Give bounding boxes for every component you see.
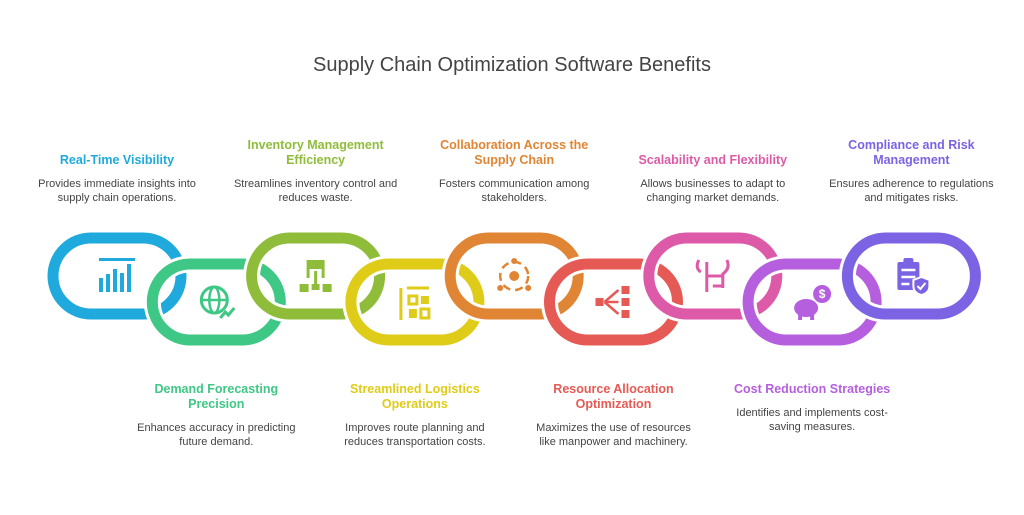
benefit-description: Maximizes the use of resources like manp…: [536, 422, 691, 448]
benefit-title: Streamlined Logistics Operations: [349, 382, 480, 411]
benefit-title: Collaboration Across the Supply Chain: [440, 138, 589, 167]
distribution-icon: [595, 286, 630, 318]
benefit-title: Demand Forecasting Precision: [154, 382, 279, 411]
benefit-description: Streamlines inventory control and reduce…: [233, 178, 398, 204]
team-gear-icon: [497, 258, 532, 292]
hierarchy-icon: [299, 260, 332, 292]
benefit-description: Allows businesses to adapt to changing m…: [640, 178, 786, 204]
route-arrows-icon: [399, 286, 431, 320]
chain-link: [143, 255, 289, 349]
benefit-description: Ensures adherence to regulations and mit…: [829, 178, 994, 204]
globe-trend-icon: [199, 285, 236, 319]
benefit-title: Scalability and Flexibility: [638, 153, 788, 167]
chain-link: [342, 255, 488, 349]
chain-link: [243, 229, 389, 323]
benefit-description: Provides immediate insights into supply …: [38, 178, 196, 204]
benefit-description: Enhances accuracy in predicting future d…: [137, 422, 296, 448]
benefit-title: Compliance and Risk Management: [848, 138, 975, 167]
flex-icon: [695, 259, 730, 292]
chain-link: [441, 229, 587, 323]
chain-link: [44, 229, 190, 323]
benefit-title: Resource Allocation Optimization: [553, 382, 674, 411]
chain-link: $: [739, 255, 885, 349]
bar-chart-icon: [99, 258, 135, 292]
chain-link: [541, 255, 686, 349]
benefit-title: Real-Time Visibility: [59, 153, 175, 167]
benefit-description: Improves route planning and reduces tran…: [344, 422, 486, 448]
svg-text:$: $: [819, 287, 826, 301]
chain-link: [838, 229, 984, 323]
chain-link: [640, 229, 786, 323]
benefit-title: Cost Reduction Strategies: [733, 382, 891, 396]
benefit-title: Inventory Management Efficiency: [247, 138, 384, 167]
benefit-description: Fosters communication among stakeholders…: [438, 178, 590, 204]
clipboard-shield-icon: [897, 258, 931, 297]
page-title: Supply Chain Optimization Software Benef…: [313, 54, 711, 76]
benefit-description: Identifies and implements cost-saving me…: [736, 407, 888, 433]
piggy-bank-icon: $: [794, 285, 832, 320]
